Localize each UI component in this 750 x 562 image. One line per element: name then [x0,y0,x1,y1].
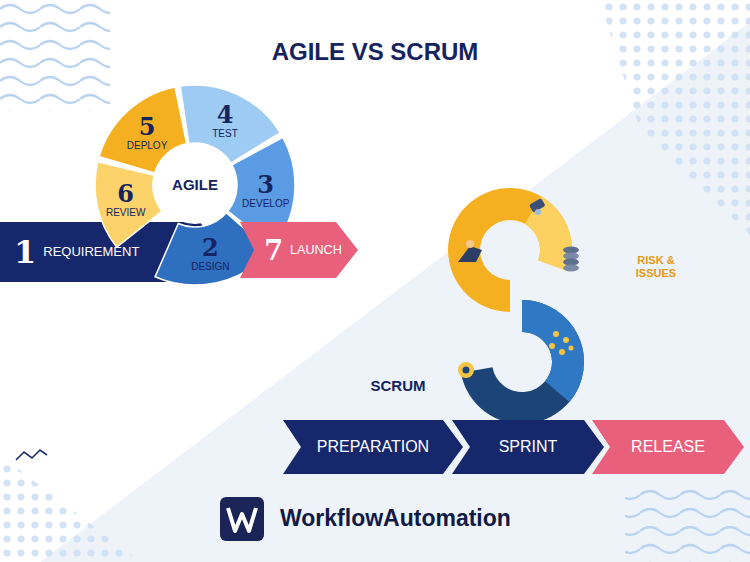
text-group: 5DEPLOY [127,114,168,151]
scrum-icons [458,198,579,378]
node-shape [240,222,358,278]
step-label: LAUNCH [290,243,342,257]
step-number: 6 [117,182,134,206]
step-number: 4 [217,102,234,126]
text-group: 2DESIGN [191,236,229,273]
callout-text: RISK & ISSUES [624,254,688,280]
text-group: 7 LAUNCH [240,222,358,278]
text-group: PREPARATION [283,420,463,474]
step-label: RELEASE [631,438,705,456]
step-label: SPRINT [499,438,558,456]
node-shape [452,420,604,474]
step-number: 2 [202,236,219,260]
stage-arrow: 7 LAUNCH [240,222,358,278]
stage-arrow: RELEASE [592,420,744,474]
stage-arrow: PREPARATION [283,420,463,474]
step-number: 1 [14,236,36,268]
step-label: REVIEW [106,207,145,219]
zigzag-icon [16,450,47,460]
step-label: REQUIREMENT [43,245,139,260]
wave-texture [0,0,110,112]
step-label: DESIGN [191,261,229,273]
text-group: RELEASE [592,420,744,474]
section-label: SCRUM [348,377,448,395]
stage-arrow: SPRINT [452,420,604,474]
node-shape [592,420,744,474]
wave-texture [625,482,750,562]
center-circle: AGILE [155,145,235,225]
text-group: SPRINT [452,420,604,474]
text-group: 6REVIEW [106,182,145,219]
step-label: TEST [212,127,238,139]
page-title: AGILE VS SCRUM [0,38,750,66]
step-label: DEVELOP [242,198,289,210]
scrum-s-shape [448,188,584,424]
node-shape [283,420,463,474]
step-label: DEPLOY [127,139,168,151]
text-group: 4TEST [212,102,238,139]
step-number: 5 [139,114,156,138]
dot-texture [0,455,140,562]
step-number: 7 [264,237,283,264]
text-group: AGILE [155,145,235,225]
logo-mark [220,497,264,541]
step-label: AGILE [172,176,218,193]
step-label: PREPARATION [317,438,429,456]
brand-name: WorkflowAutomation [280,505,580,533]
node-shape [95,162,162,248]
dot-texture [600,0,750,235]
text-group: 3DEVELOP [242,173,289,210]
step-number: 3 [257,173,274,197]
node-shape [156,146,234,224]
